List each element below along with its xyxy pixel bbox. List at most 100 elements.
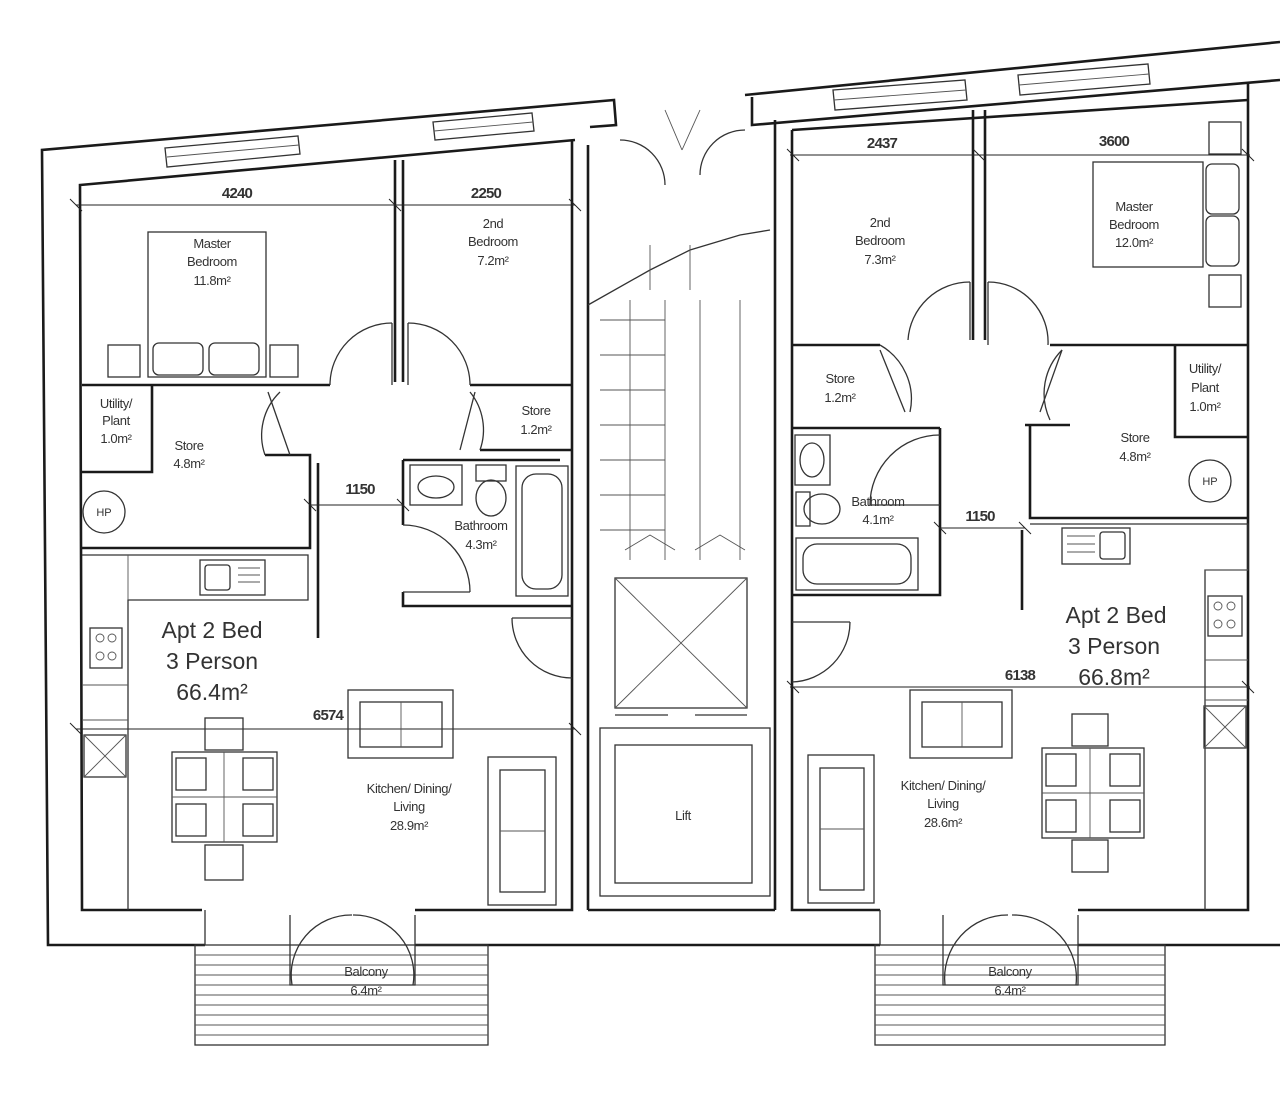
left-living-label-2: Living: [393, 799, 425, 814]
outer-walls: [40, 40, 1280, 947]
left-master-label-2: Bedroom: [187, 254, 237, 269]
right-utility-label-1: Utility/: [1189, 361, 1222, 376]
double-bed-icon: [1092, 121, 1242, 308]
stair-icon: [587, 229, 771, 560]
right-second-area: 7.3m²: [864, 252, 896, 267]
right-master-label-1: Master: [1115, 199, 1153, 214]
hob-icon: [1207, 595, 1243, 637]
heat-pump-icon: HP: [1188, 459, 1232, 503]
right-balcony-label: Balcony: [988, 964, 1032, 979]
riser-icon: [614, 577, 748, 716]
appliance-icon: [83, 734, 127, 778]
door-swing-icon: [402, 524, 471, 593]
left-living-label-1: Kitchen/ Dining/: [367, 781, 452, 796]
left-store-small-label: Store: [521, 403, 550, 418]
right-master-area: 12.0m²: [1115, 235, 1154, 250]
double-bed-icon: [107, 231, 299, 378]
dim-right-second-width: 2437: [867, 135, 898, 152]
left-balcony-area: 6.4m²: [350, 983, 382, 998]
right-bathroom-label: Bathroom: [851, 494, 904, 509]
bathtub-icon: [515, 465, 569, 597]
window-icon: [832, 79, 968, 111]
door-swing-icon: [459, 391, 485, 451]
sofa-icon: [807, 754, 875, 904]
door-swing-icon: [907, 281, 971, 341]
core: Lift: [587, 109, 771, 897]
right-master-label-2: Bedroom: [1109, 217, 1159, 232]
right-store-small-label: Store: [825, 371, 854, 386]
left-second-area: 7.2m²: [477, 253, 509, 268]
right-store-small-area: 1.2m²: [824, 390, 856, 405]
appliance-icon: [1203, 705, 1247, 749]
dim-right-living-width: 6138: [1005, 667, 1036, 684]
right-second-label-2: Bedroom: [855, 233, 905, 248]
kitchen-worktop: [82, 554, 309, 910]
sofa-icon: [347, 689, 454, 759]
left-living-area: 28.9m²: [390, 818, 429, 833]
left-hp-label: HP: [96, 507, 111, 519]
lift-shaft-icon: Lift: [599, 727, 771, 897]
left-apt-type: Apt 2 Bed: [161, 617, 262, 643]
right-interior-walls: [792, 110, 1248, 610]
dining-table-icon: [171, 717, 278, 881]
heat-pump-icon: HP: [82, 490, 126, 534]
left-second-label-1: 2nd: [483, 216, 504, 231]
right-bathroom-area: 4.1m²: [862, 512, 894, 527]
left-store-large-label: Store: [174, 438, 203, 453]
door-swing-icon: [987, 281, 1049, 346]
left-furniture: HP: [82, 231, 569, 910]
windows: [164, 63, 1151, 168]
dim-right-hall-width: 1150: [965, 508, 995, 525]
door-swing-icon: [261, 391, 291, 456]
right-utility-label-2: Plant: [1191, 380, 1219, 395]
door-swing-icon: [943, 914, 1078, 986]
dim-left-hall-width: 1150: [345, 481, 375, 498]
window-icon: [164, 135, 301, 168]
door-swing-icon: [290, 914, 415, 986]
door-swing-icon: [1039, 349, 1063, 421]
left-balcony-label: Balcony: [344, 964, 388, 979]
sofa-icon: [909, 689, 1013, 759]
left-master-area: 11.8m²: [193, 273, 231, 288]
right-store-large-area: 4.8m²: [1119, 449, 1151, 464]
door-swing-icon: [511, 617, 573, 679]
right-apt-type: Apt 2 Bed: [1065, 602, 1166, 628]
doors: [261, 281, 1063, 683]
door-swing-icon: [879, 344, 913, 413]
door-swing-icon: [791, 621, 851, 683]
dimension-lines: [69, 148, 1255, 736]
balcony-right: [874, 910, 1166, 1046]
toilet-icon: [475, 464, 507, 517]
window-icon: [1017, 63, 1151, 96]
left-apt-occupancy: 3 Person: [166, 648, 258, 674]
door-swing-icon: [407, 322, 471, 386]
door-swing-icon: [619, 109, 746, 186]
left-bathroom-area: 4.3m²: [465, 537, 497, 552]
door-swing-icon: [869, 434, 941, 506]
left-second-label-2: Bedroom: [468, 234, 518, 249]
left-utility-area: 1.0m²: [100, 431, 132, 446]
right-labels: 2437 3600 1150 6138 2nd Bedroom 7.3m² Ma…: [824, 133, 1222, 998]
right-living-label-2: Living: [927, 796, 959, 811]
left-utility-label-1: Utility/: [100, 396, 133, 411]
right-utility-area: 1.0m²: [1189, 399, 1221, 414]
dim-left-living-width: 6574: [313, 707, 345, 724]
balcony-decking: [195, 954, 488, 1036]
kitchen-worktop: [1030, 523, 1249, 910]
left-master-label-1: Master: [193, 236, 231, 251]
door-swing-icon: [329, 322, 393, 386]
dim-right-master-width: 3600: [1099, 133, 1130, 150]
left-bathroom-label: Bathroom: [454, 518, 507, 533]
right-balcony-area: 6.4m²: [994, 983, 1026, 998]
left-labels: 4240 2250 1150 6574 Master Bedroom 11.8m…: [100, 185, 553, 998]
left-utility-label-2: Plant: [102, 413, 130, 428]
left-store-small-area: 1.2m²: [520, 422, 552, 437]
right-store-large-label: Store: [1120, 430, 1149, 445]
lift-label: Lift: [675, 808, 692, 823]
balcony-left: [194, 910, 489, 1046]
right-hp-label: HP: [1202, 476, 1217, 488]
sink-icon: [1061, 527, 1131, 565]
dim-left-master-width: 4240: [222, 185, 253, 202]
sink-icon: [794, 434, 831, 486]
